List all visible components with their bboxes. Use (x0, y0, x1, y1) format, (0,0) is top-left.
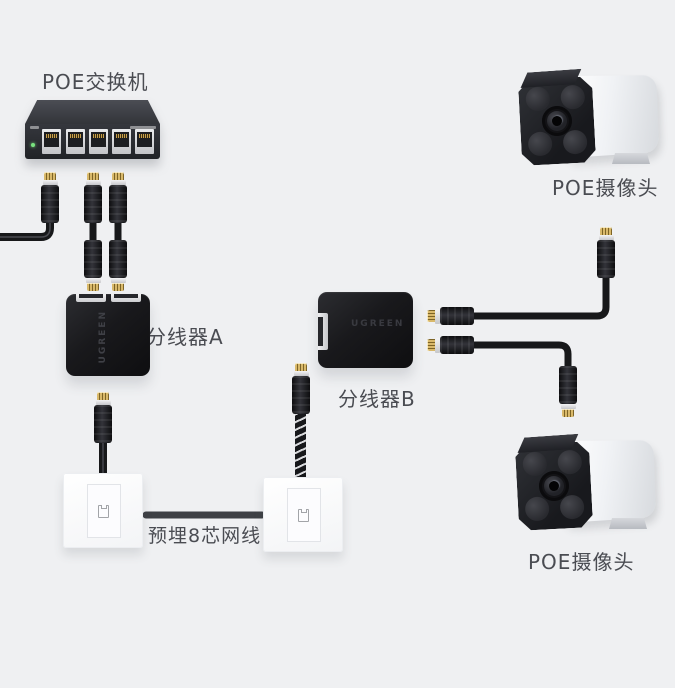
switch-print-left (30, 126, 39, 129)
rj45-plug-to-camera-top (597, 227, 615, 278)
ir-led-icon (528, 131, 553, 156)
splitter-b: UGREEN (318, 292, 413, 368)
gold-contacts-icon (295, 363, 307, 371)
rj45-plug-camera1-cable (427, 307, 474, 325)
ethernet-port-2 (66, 129, 85, 154)
wall-plate-inner (287, 488, 321, 542)
gold-contacts-icon (600, 227, 612, 235)
splitter-a-port-2 (111, 294, 141, 302)
wall-plate-left (63, 473, 143, 548)
ethernet-port-1 (42, 129, 61, 154)
ir-led-icon (525, 86, 550, 111)
splitter-b-port-in (318, 313, 328, 350)
gold-contacts-icon (97, 392, 109, 400)
splitter-a-port-1 (76, 294, 106, 302)
switch-front-panel (25, 124, 160, 159)
gold-contacts-icon (112, 283, 124, 291)
gold-contacts-icon (427, 310, 435, 322)
camera-front-face (518, 76, 596, 166)
embedded-cable-label: 预埋8芯网线 (148, 525, 262, 547)
poe-camera-top (520, 72, 672, 167)
camera-front-face (515, 441, 593, 531)
poe-switch-label: POE交换机 (42, 70, 149, 94)
splitter-b-label: 分线器B (338, 387, 416, 411)
ir-led-icon (522, 451, 547, 476)
gold-contacts-icon (87, 172, 99, 180)
brand-text: UGREEN (351, 319, 405, 329)
rj45-plug-uplink (41, 172, 59, 223)
ethernet-port-4 (112, 129, 131, 154)
rj45-plug-port3-top (109, 172, 127, 223)
power-led (31, 143, 35, 147)
ir-led-icon (560, 494, 585, 519)
twisted-pair-cable (295, 408, 306, 480)
splitter-a-label: 分线器A (146, 325, 224, 349)
gold-contacts-icon (87, 283, 99, 291)
ethernet-port-3 (89, 129, 108, 154)
gold-contacts-icon (112, 172, 124, 180)
camera-mount-foot (612, 153, 650, 164)
ir-led-icon (563, 129, 588, 154)
rj45-plug-splitter-b-in (292, 363, 310, 414)
ir-led-icon (525, 496, 550, 521)
ir-led-icon (560, 85, 585, 110)
rj45-plug-splitter-a-out (94, 392, 112, 443)
rj45-plug-to-camera-bottom (559, 366, 577, 417)
gold-contacts-icon (562, 409, 574, 417)
ir-led-icon (557, 450, 582, 475)
wall-plate-right (263, 477, 343, 552)
rj45-plug-camera2-cable (427, 336, 474, 354)
rj45-jack-icon (98, 505, 109, 518)
ethernet-port-5 (135, 129, 154, 154)
switch-top-face (25, 100, 160, 124)
splitter-a: UGREEN (66, 294, 150, 376)
gold-contacts-icon (44, 172, 56, 180)
rj45-plug-port3-bottom (109, 240, 127, 291)
rj45-plug-port2-bottom (84, 240, 102, 291)
rj45-jack-icon (298, 509, 309, 522)
camera-bottom-label: POE摄像头 (528, 550, 635, 574)
poe-camera-bottom (517, 437, 669, 532)
wall-plate-inner (87, 484, 121, 538)
brand-text: UGREEN (98, 310, 108, 364)
poe-switch (25, 100, 160, 160)
gold-contacts-icon (427, 339, 435, 351)
camera-top-label: POE摄像头 (552, 176, 659, 200)
camera-mount-foot (609, 518, 647, 529)
rj45-plug-port2-top (84, 172, 102, 223)
switch-print-right (130, 126, 156, 129)
